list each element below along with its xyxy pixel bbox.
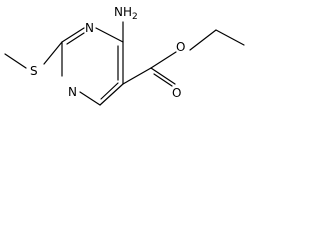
bond-s-methyl <box>4 53 27 69</box>
bond-carbonyl-o-double <box>153 73 173 87</box>
atom-amino: NH2 <box>114 5 138 22</box>
bond-c2-s <box>43 41 63 65</box>
pyrimidine-ring <box>61 27 124 106</box>
bond-c6-c5 <box>99 83 124 106</box>
sulfur-atom: S <box>30 64 38 78</box>
amino-text: NH <box>114 5 132 19</box>
ether-oxygen-atom: O <box>176 40 185 54</box>
carbonyl-oxygen-atom: O <box>172 86 181 100</box>
molecule-structure-diagram: NH2 N N S O O <box>4 5 245 106</box>
bond-n3-c2-double <box>66 32 85 45</box>
bond-carbonyl-o <box>150 67 176 85</box>
ring-nitrogen-top: N <box>85 21 94 35</box>
bond-n1-c6 <box>79 91 101 106</box>
bond-n3-c2 <box>61 27 85 43</box>
bond-c5-carbonyl <box>122 67 152 85</box>
bond-ether-ch2 <box>189 29 217 51</box>
bond-carbonyl-ether-o <box>150 51 177 69</box>
ring-nitrogen-bottom: N <box>68 85 77 99</box>
bond-c6-c5-double <box>100 82 119 100</box>
amino-label: NH2 <box>114 5 138 22</box>
bond-c4-n3 <box>95 27 124 43</box>
amino-subscript: 2 <box>132 12 138 22</box>
bond-ethyl <box>215 29 245 46</box>
